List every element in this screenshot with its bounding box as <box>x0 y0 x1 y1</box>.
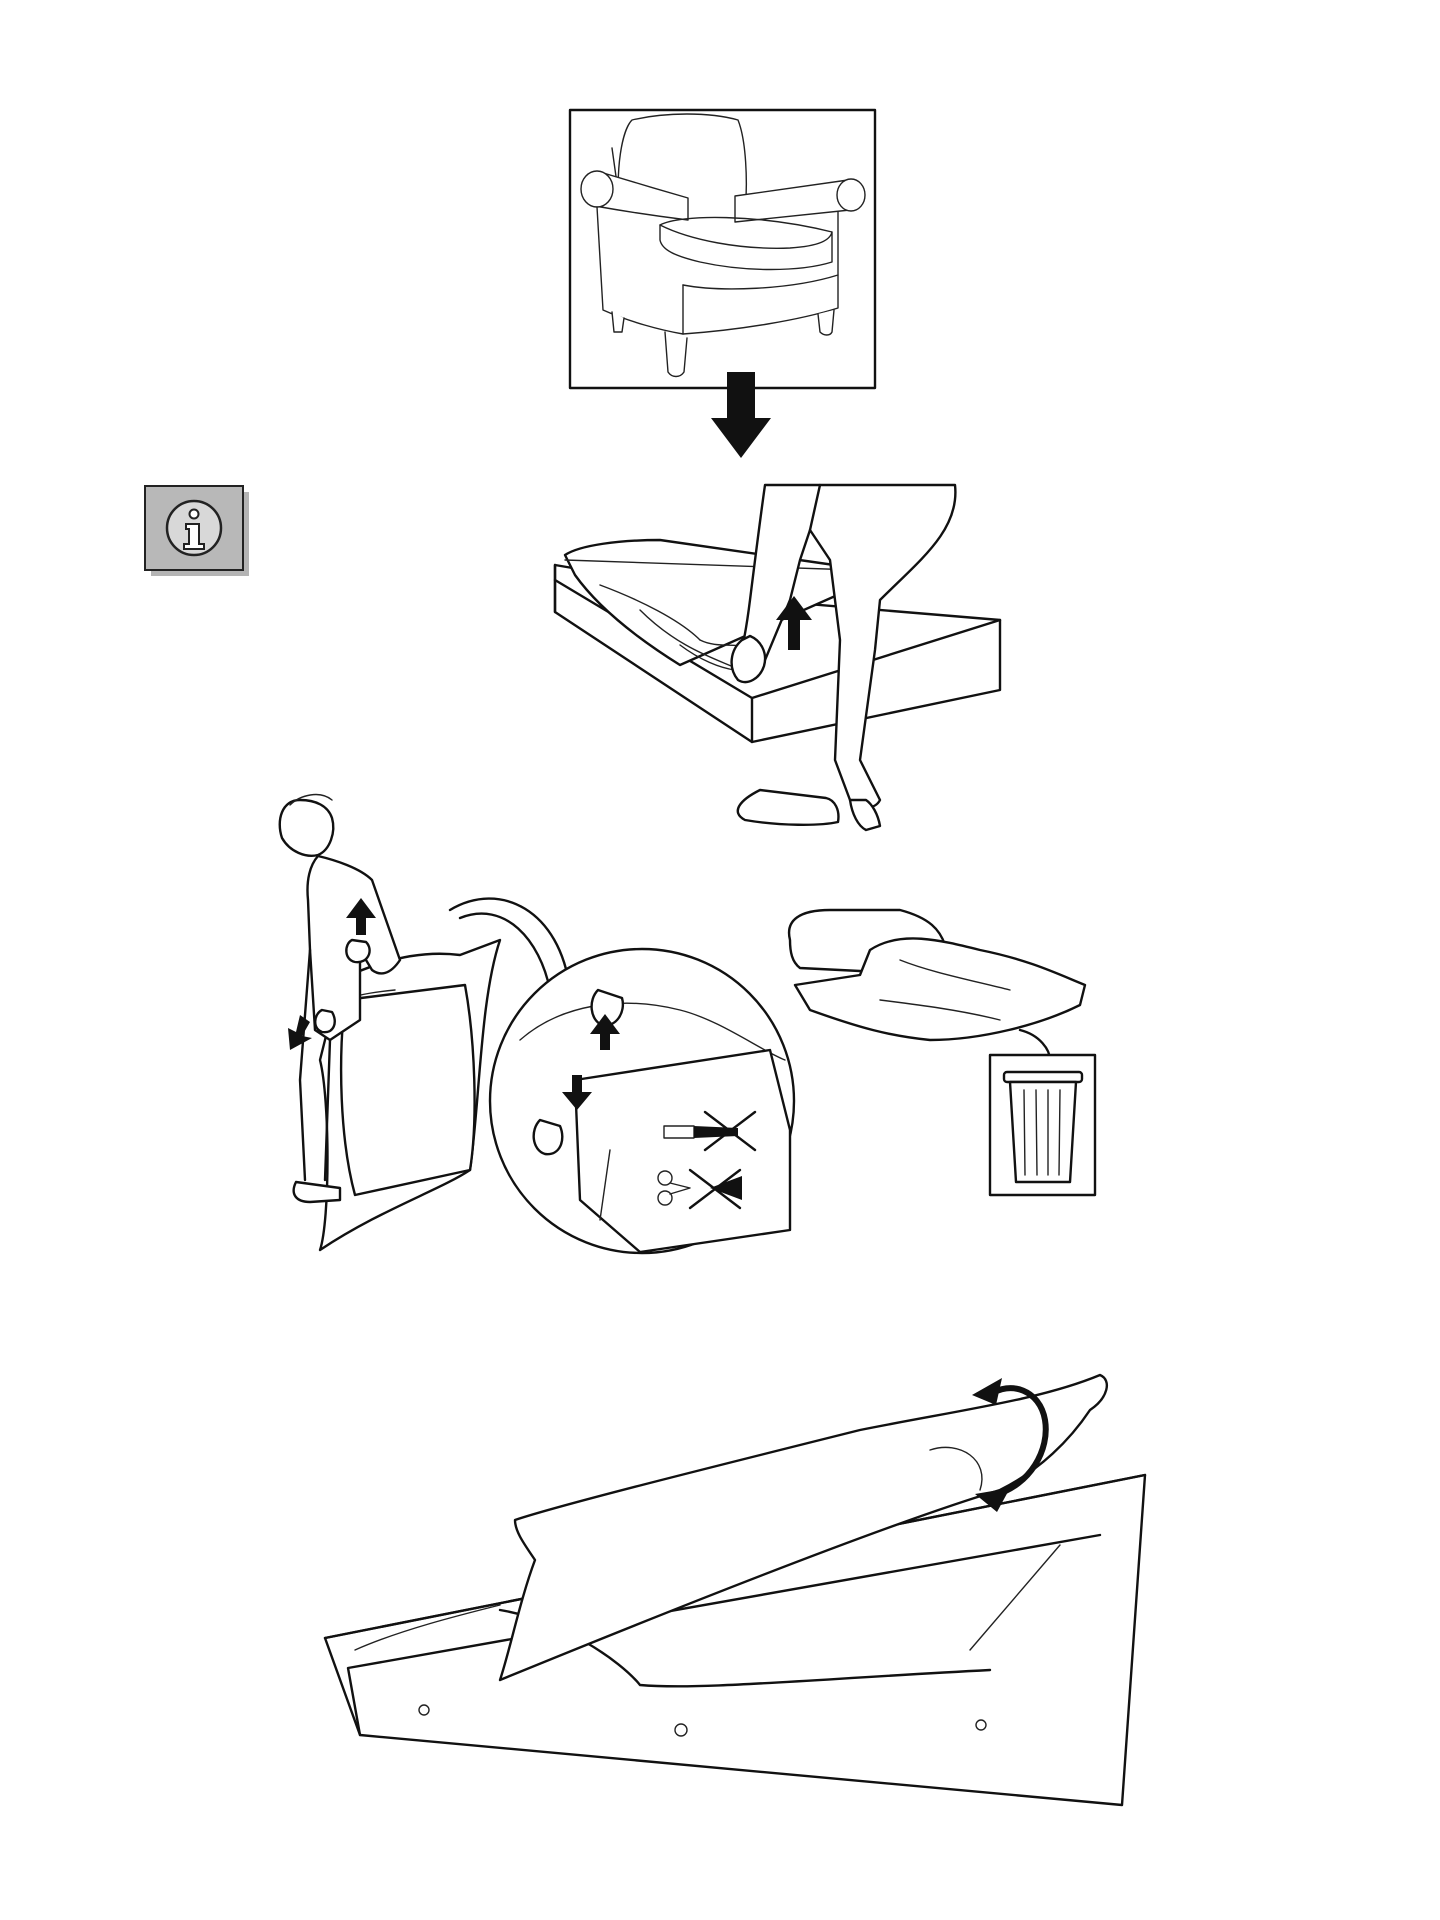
discard-plastic-scene <box>789 910 1095 1195</box>
info-icon <box>145 486 249 576</box>
detail-zoom-circle <box>490 949 794 1253</box>
trash-bin-icon <box>1004 1072 1082 1182</box>
unroll-wrap-scene <box>325 1375 1145 1805</box>
lift-cushion-scene <box>555 485 1000 830</box>
armchair-panel <box>570 110 875 388</box>
